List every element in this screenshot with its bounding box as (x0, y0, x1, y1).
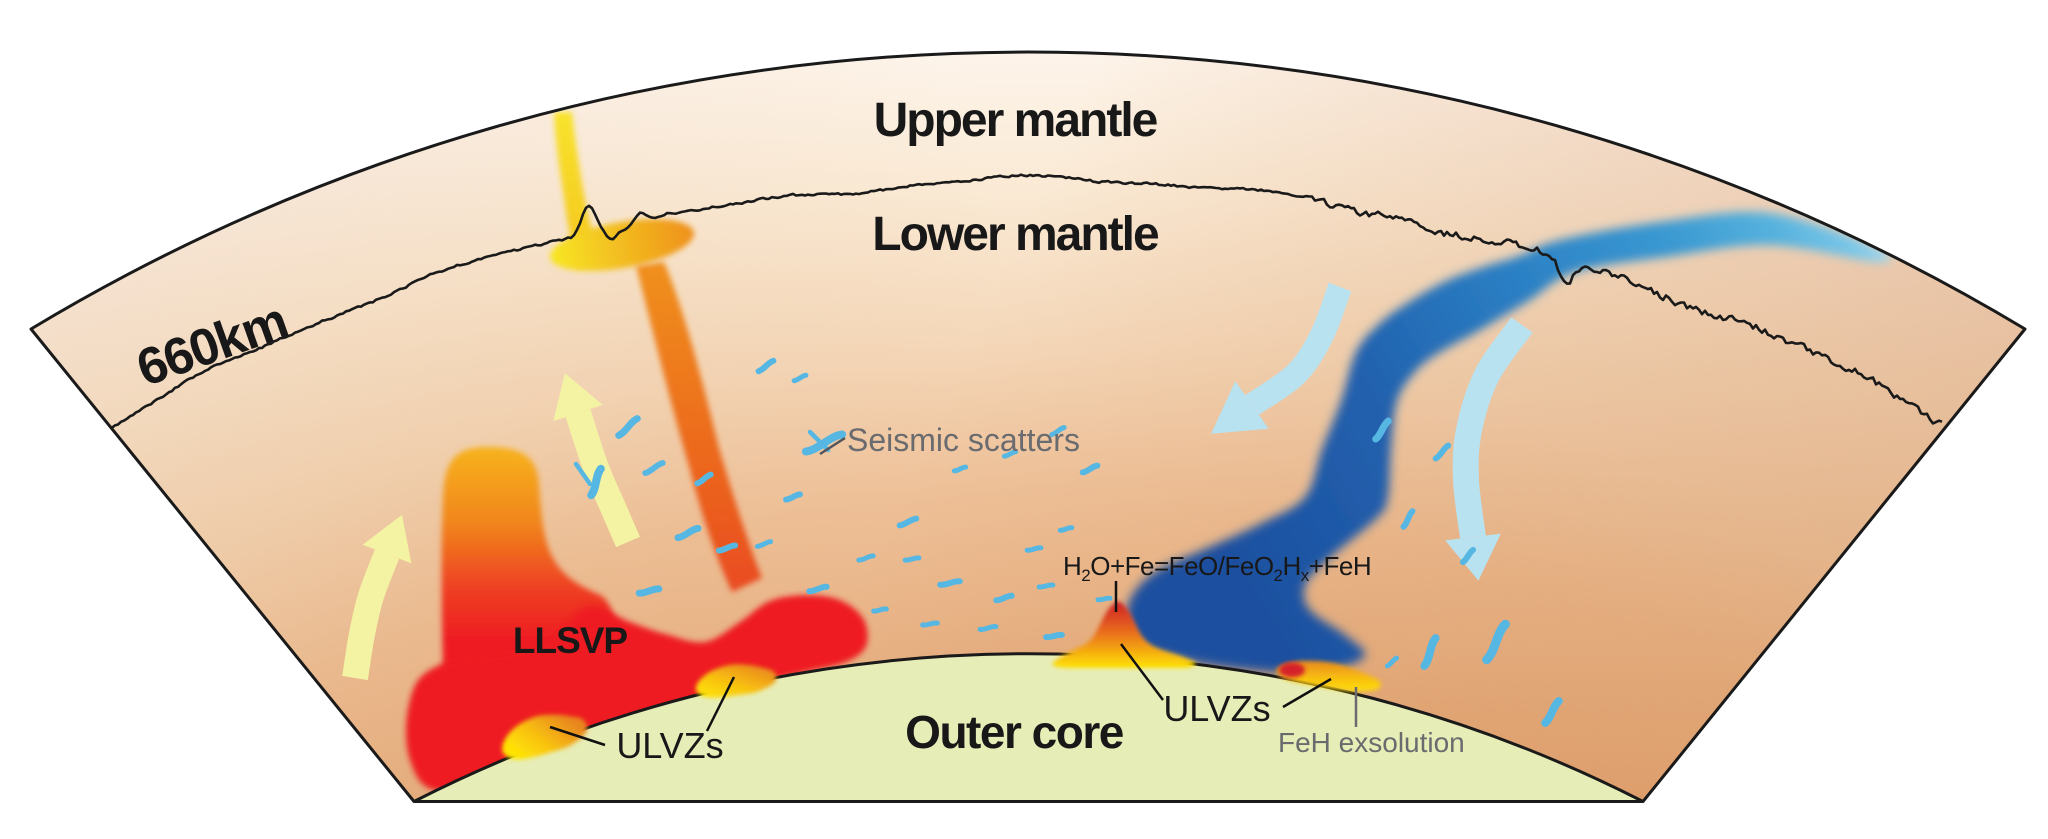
svg-text:ULVZs: ULVZs (616, 725, 723, 766)
svg-text:LLSVP: LLSVP (513, 620, 628, 661)
svg-text:FeH exsolution: FeH exsolution (1278, 727, 1465, 758)
svg-text:H2O+Fe=FeO/FeO2Hx+FeH: H2O+Fe=FeO/FeO2Hx+FeH (1063, 551, 1371, 585)
svg-text:ULVZs: ULVZs (1163, 688, 1270, 729)
svg-text:Upper mantle: Upper mantle (874, 94, 1158, 147)
svg-text:Lower mantle: Lower mantle (872, 208, 1159, 261)
svg-text:Seismic scatters: Seismic scatters (847, 422, 1080, 458)
svg-text:Outer core: Outer core (905, 706, 1124, 758)
